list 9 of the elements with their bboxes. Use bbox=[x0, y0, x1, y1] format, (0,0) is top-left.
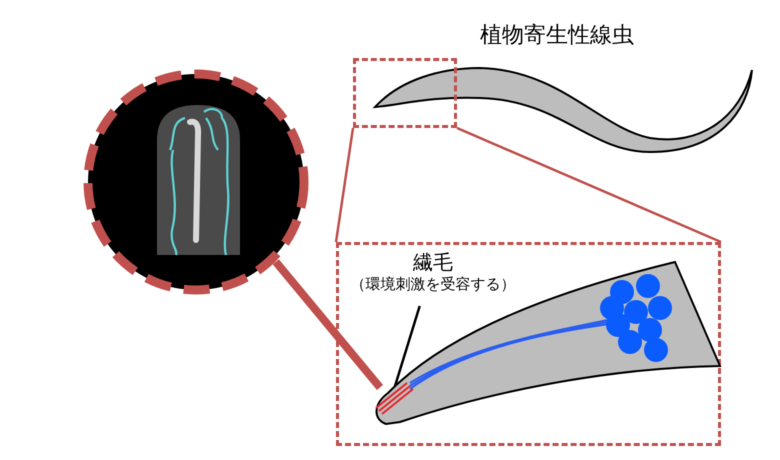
cilia-label: 繊毛 bbox=[412, 250, 454, 274]
heading: 植物寄生性線虫 bbox=[480, 22, 634, 50]
magnified-circle bbox=[82, 68, 310, 296]
cilia-note: （環境刺激を受容する） bbox=[350, 274, 516, 294]
connector-line bbox=[272, 259, 384, 390]
zoom-frame bbox=[353, 58, 457, 128]
connector-line bbox=[334, 128, 354, 242]
connector-line bbox=[456, 126, 722, 244]
zoom-frame bbox=[336, 242, 721, 446]
